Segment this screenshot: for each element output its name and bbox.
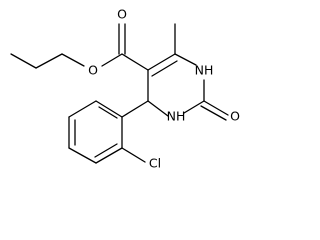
atom-label-nh-bottom: NH (167, 109, 186, 124)
bond-c6-n1 (174, 53, 197, 66)
atom-label-carbonyl-oxygen: O (117, 7, 127, 22)
bond-propyl-c3-c2 (10, 53, 37, 69)
bond-oester-carbonyl-c (101, 53, 123, 67)
bond-phenyl-6-1 (95, 100, 123, 118)
bond-carbonyl-c-c5 (121, 53, 149, 71)
chemical-structure-diagram: O O NH NH O Cl (10, 7, 240, 171)
atom-label-ester-oxygen: O (88, 63, 98, 78)
bond-phenyl-inner-c (98, 106, 118, 119)
bond-c5-c6-a (147, 53, 176, 71)
bond-c2-ring-oxygen-b (200, 105, 227, 121)
bond-c2-n3 (183, 100, 205, 114)
bond-propyl-c1-oester (61, 53, 85, 67)
atom-label-ring-oxygen: O (230, 109, 240, 124)
bond-phenyl-2-3 (95, 147, 123, 164)
bond-c4-phenyl (121, 100, 149, 118)
bond-phenyl-chlorine (121, 147, 146, 163)
atom-label-chlorine: Cl (149, 156, 161, 171)
atom-label-nh-top: NH (195, 63, 214, 78)
bond-c5-c6-b (151, 60, 178, 77)
bond-n3-c4 (147, 100, 169, 117)
bond-phenyl-inner-a (94, 143, 118, 158)
bond-propyl-c2-c1 (35, 53, 63, 69)
bond-c2-ring-oxygen-a (203, 100, 229, 116)
bond-phenyl-5-6 (68, 100, 97, 118)
bond-phenyl-3-4 (68, 147, 97, 164)
